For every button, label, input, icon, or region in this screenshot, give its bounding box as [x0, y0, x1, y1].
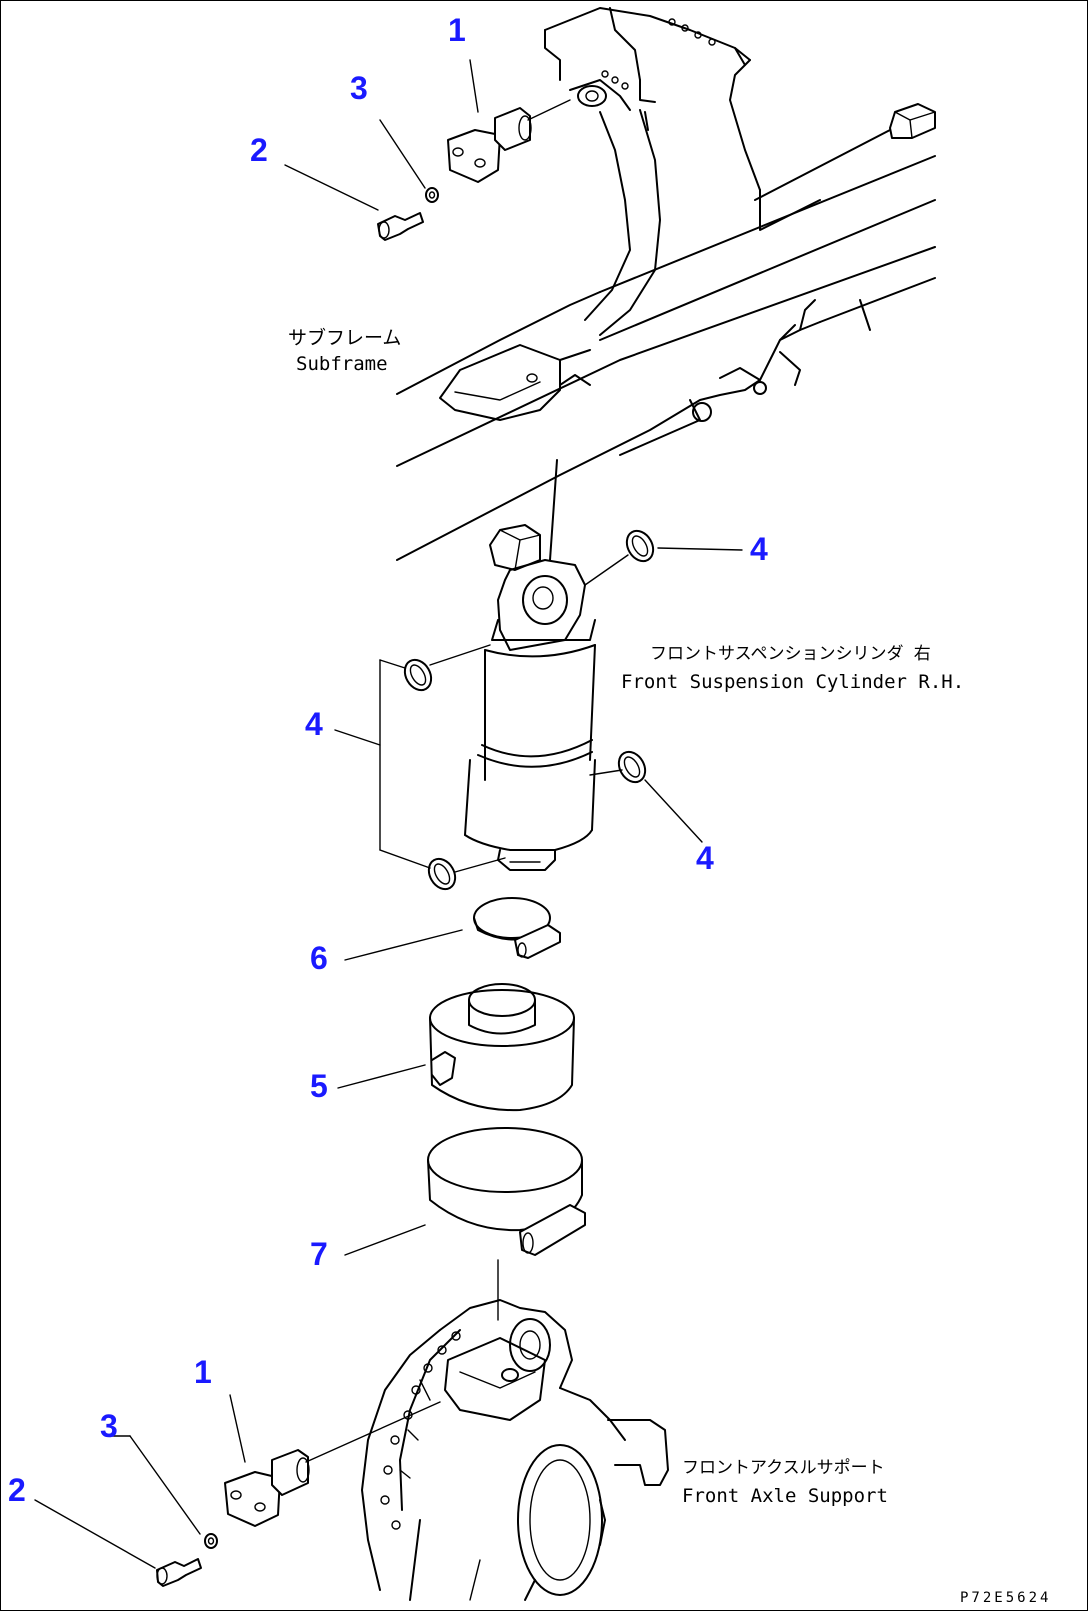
- cover-drawing: [429, 983, 575, 1112]
- subframe-drawing: [396, 7, 936, 561]
- band-drawing: [427, 1127, 586, 1321]
- callout-4-lower-right: 4: [696, 840, 714, 876]
- leader-lines: [34, 59, 743, 1569]
- callout-4-left: 4: [305, 706, 323, 742]
- subframe-label-jp: サブフレーム: [288, 327, 402, 349]
- bottom-pin-assembly: [156, 1401, 441, 1587]
- subframe-label-en: Subframe: [296, 353, 388, 375]
- drawing-code: P72E5624: [960, 1590, 1052, 1606]
- callout-5: 5: [310, 1068, 328, 1104]
- callout-1-top: 1: [448, 12, 466, 48]
- callout-6: 6: [310, 940, 328, 976]
- suspension-cylinder-drawing: [464, 459, 596, 871]
- callout-3-bottom: 3: [100, 1408, 118, 1444]
- axle-support-label-jp: フロントアクスルサポート: [682, 1458, 885, 1478]
- top-pin-assembly: [377, 99, 571, 241]
- callout-3-top: 3: [350, 70, 368, 106]
- callout-7: 7: [310, 1236, 328, 1272]
- axle-support-drawing: [361, 1299, 669, 1601]
- callout-2-top: 2: [250, 132, 268, 168]
- callout-2-bottom: 2: [8, 1472, 26, 1508]
- callout-4-upper-right: 4: [750, 531, 768, 567]
- axle-support-label-en: Front Axle Support: [682, 1485, 888, 1507]
- callout-1-bottom: 1: [194, 1354, 212, 1390]
- cylinder-label-jp: フロントサスペンションシリンダ 右: [650, 644, 931, 664]
- cylinder-label-en: Front Suspension Cylinder R.H.: [621, 671, 965, 693]
- clamp-drawing: [473, 897, 561, 959]
- o-rings: [379, 529, 655, 891]
